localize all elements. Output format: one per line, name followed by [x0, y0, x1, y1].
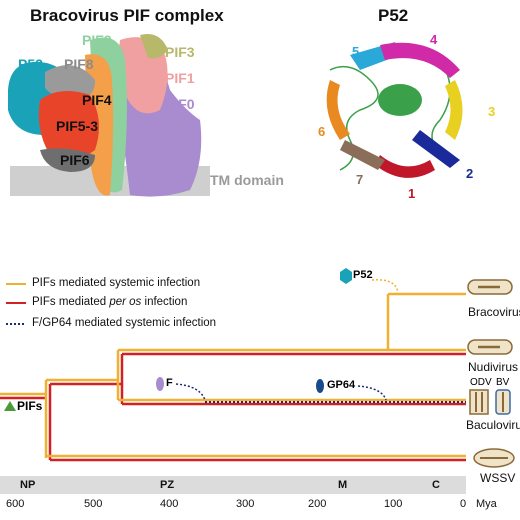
strand-label-2: 2 [466, 166, 474, 181]
f-acquisition-arrow [175, 383, 206, 401]
timeline-unit: Mya [476, 498, 497, 510]
tm-domain-label: TM domain [210, 172, 284, 188]
legend-item-fgp64: F/GP64 mediated systemic infection [32, 317, 217, 329]
tick-400: 400 [160, 498, 179, 510]
pifs-root-label: PIFs [17, 399, 43, 413]
p52-label: P52 [18, 56, 43, 72]
baculovirus-odv-icon [469, 389, 489, 415]
panel-a-title: Bracovirus PIF complex [30, 6, 224, 25]
p52-marker-label: P52 [353, 269, 373, 281]
strand-4-ribbon [380, 42, 460, 78]
strand-6-ribbon [326, 80, 350, 140]
baculovirus-bv-icon [495, 389, 511, 415]
pif2-label: PIF2 [82, 32, 112, 48]
era-m: M [338, 479, 348, 491]
gp64-marker-icon [316, 379, 324, 393]
pif8-surface [45, 65, 96, 100]
era-np: NP [20, 479, 36, 491]
gp64-acquisition-arrow [357, 385, 387, 401]
tick-200: 200 [308, 498, 327, 510]
taxon-bracovirus: Bracovirus [468, 305, 520, 319]
strand-label-5: 5 [352, 44, 360, 59]
era-pz: PZ [160, 479, 175, 491]
pif6-label: PIF6 [60, 152, 90, 168]
legend-item-systemic: PIFs mediated systemic infection [32, 277, 201, 289]
p52-marker-icon [340, 268, 352, 284]
f-marker-icon [156, 377, 164, 391]
strand-label-1: 1 [408, 186, 416, 201]
helix-core [378, 84, 422, 116]
pif53-label: PIF5-3 [56, 118, 99, 134]
tick-600: 600 [6, 498, 25, 510]
taxon-nudivirus: Nudivirus [468, 360, 519, 374]
strand-3-ribbon [445, 80, 463, 140]
era-c: C [432, 479, 440, 491]
tick-0: 0 [460, 498, 467, 510]
wssv-virion-icon [473, 448, 515, 468]
baculo-bv-label: BV [496, 377, 510, 388]
pif6-surface [40, 148, 95, 172]
strand-label-6: 6 [318, 124, 326, 139]
pif3-surface [140, 34, 168, 59]
f-marker-label: F [166, 377, 173, 389]
tick-100: 100 [384, 498, 403, 510]
panel-b-title: P52 [378, 6, 409, 25]
tick-300: 300 [236, 498, 255, 510]
bracovirus-virion-icon [467, 279, 513, 295]
era-bar [0, 476, 466, 494]
strand-2-ribbon [412, 130, 460, 168]
tick-500: 500 [84, 498, 103, 510]
taxon-baculovirus: Baculovirus [466, 418, 520, 432]
nudivirus-virion-icon [467, 339, 513, 355]
pif1-label: PIF1 [165, 70, 195, 86]
legend-item-per-os: PIFs mediated per os infection [32, 296, 188, 308]
pif53-surface [38, 91, 99, 159]
strand-7-ribbon [340, 140, 385, 170]
gp64-marker-label: GP64 [327, 379, 356, 391]
strand-label-4: 4 [430, 32, 438, 47]
pif8-label: PIF8 [64, 56, 94, 72]
strand-label-7: 7 [356, 172, 364, 187]
baculo-odv-label: ODV [470, 377, 492, 388]
pif3-label: PIF3 [165, 44, 195, 60]
strand-label-3: 3 [488, 104, 496, 119]
strand-1-ribbon [375, 155, 435, 178]
pif4-label: PIF4 [82, 92, 112, 108]
taxon-wssv: WSSV [480, 471, 516, 485]
pifs-root-triangle-icon [4, 401, 16, 411]
pif0-label: PIF0 [165, 96, 195, 112]
p52-acquisition-arrow [371, 279, 399, 293]
